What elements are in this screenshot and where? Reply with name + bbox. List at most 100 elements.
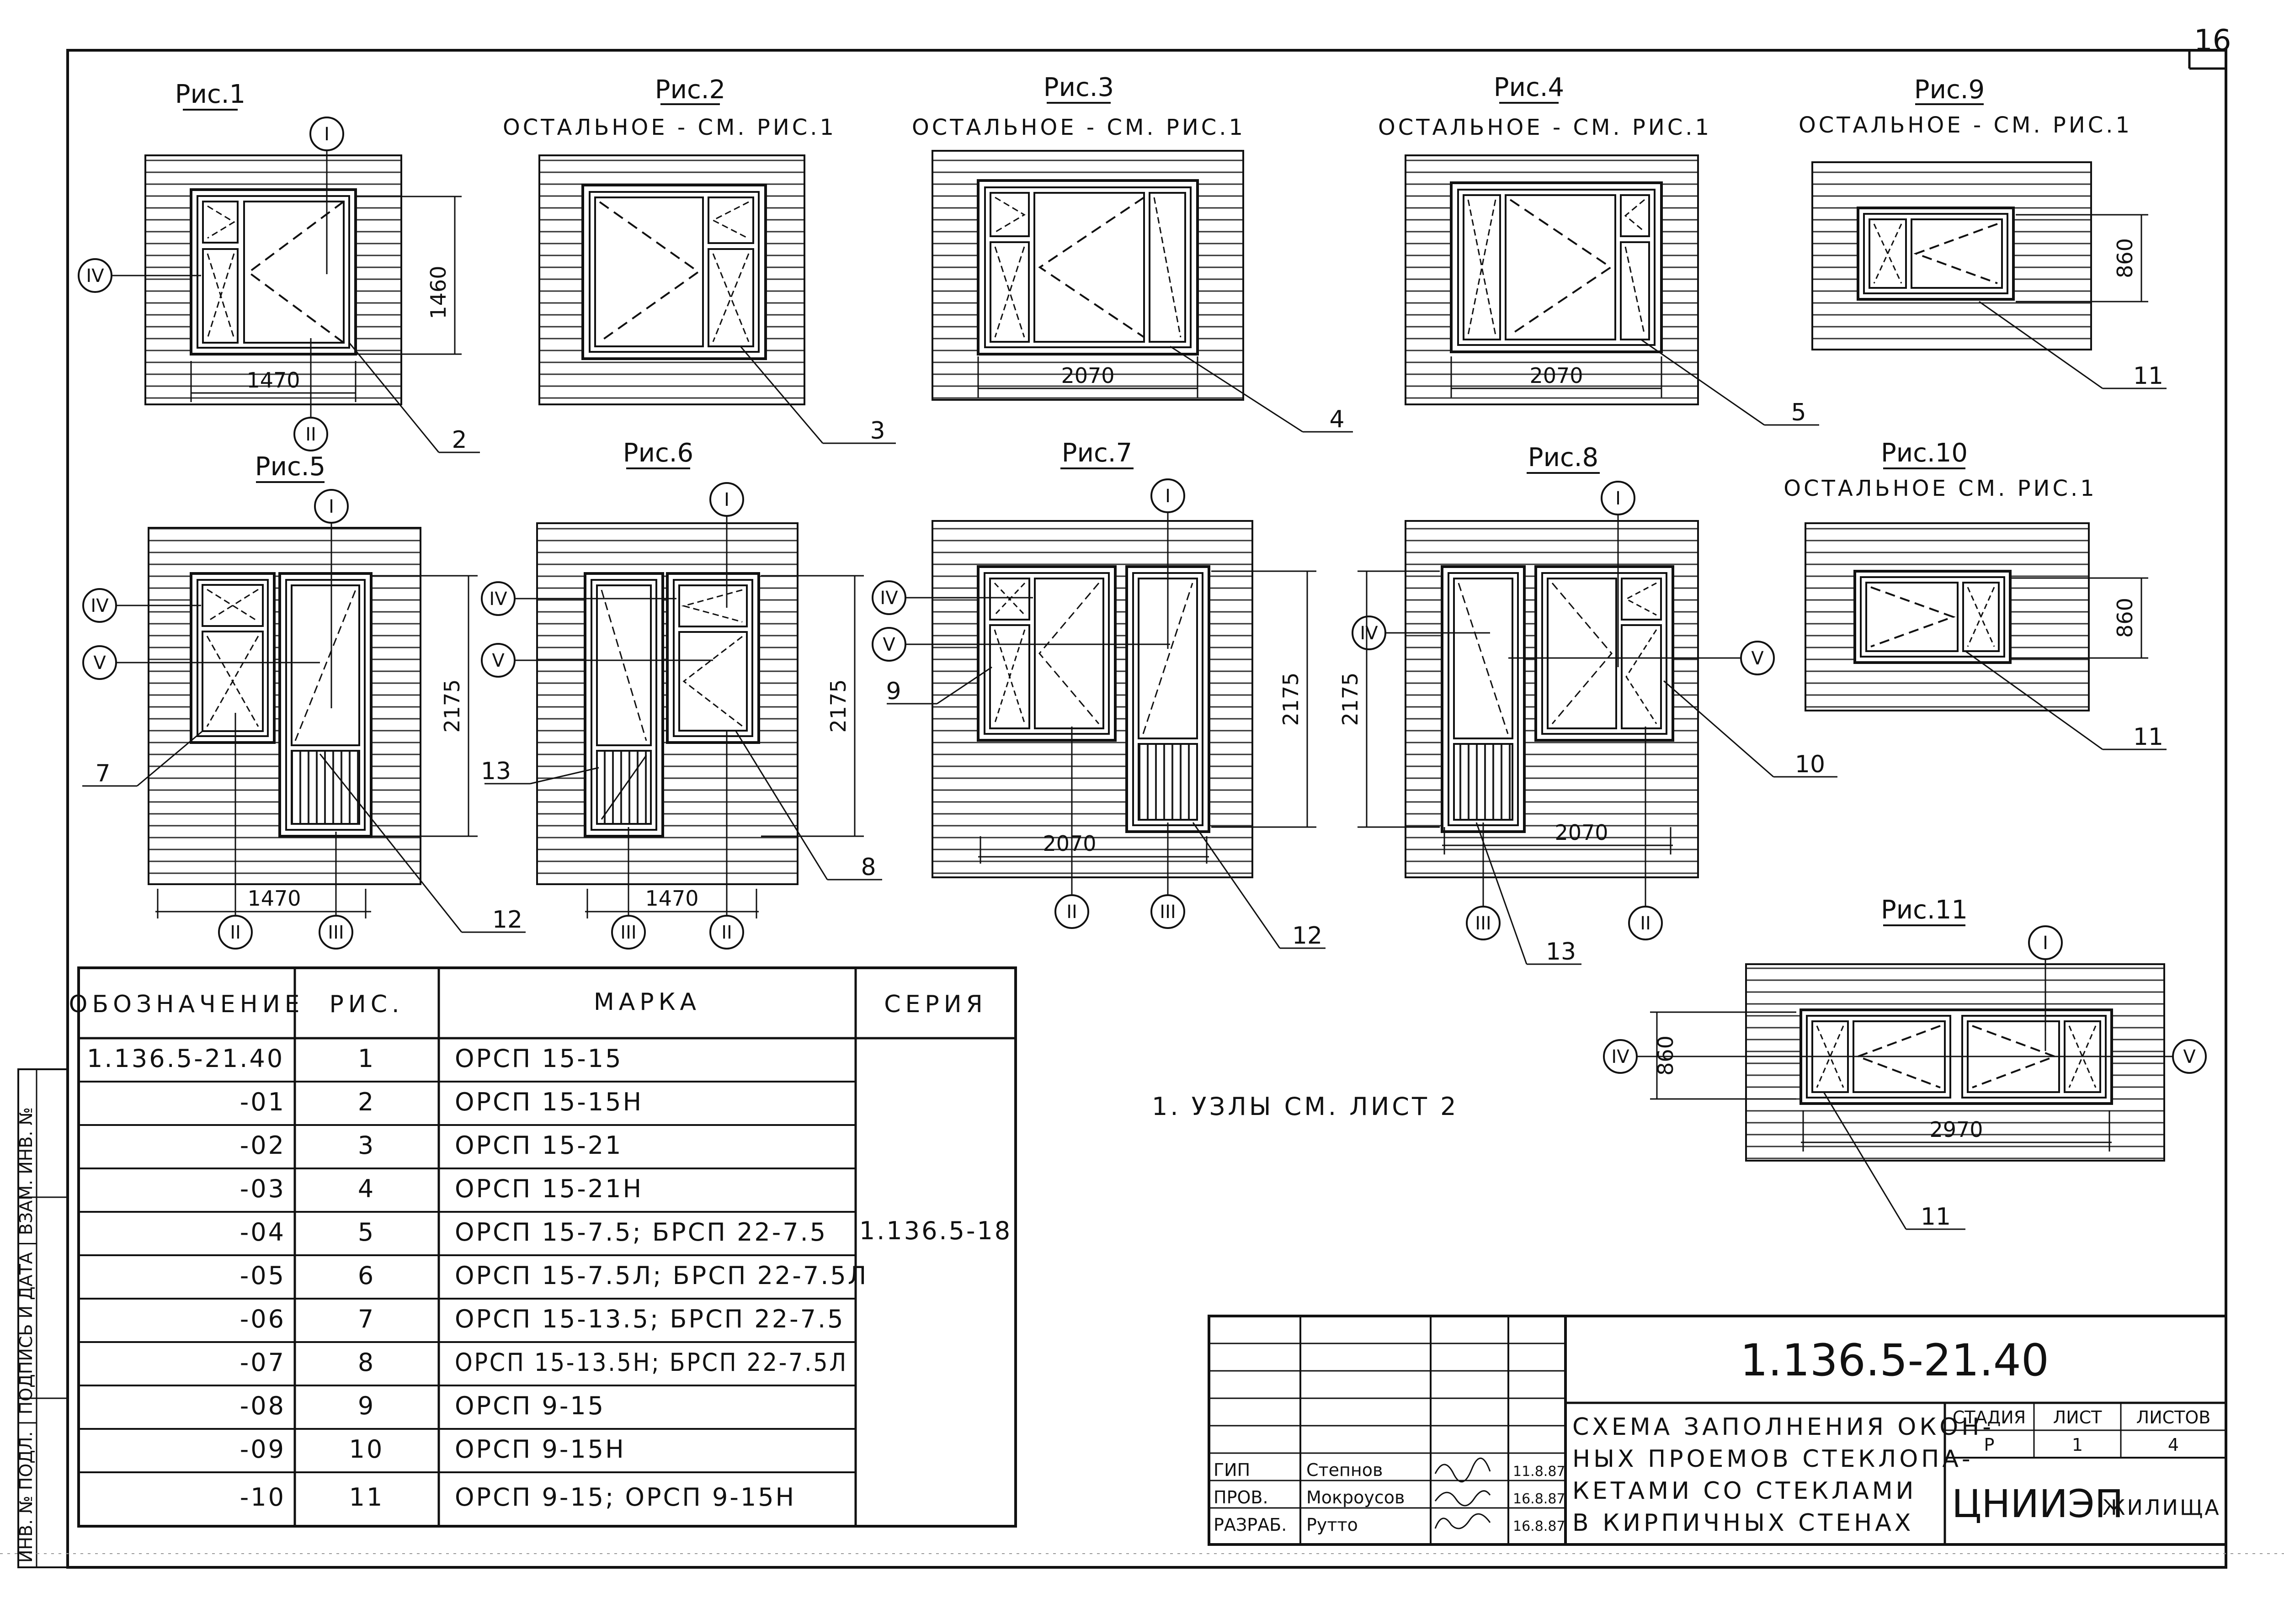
sheets-value: 4	[2168, 1435, 2179, 1455]
svg-text:II: II	[230, 922, 241, 943]
figure-1: Рис.1 1460 1470 I IV II 2	[78, 80, 480, 454]
figure-8-width-dim: 2070	[1555, 820, 1608, 845]
figure-7: Рис.7 IV V I 2175 2070	[872, 438, 1326, 950]
title-block	[1208, 1315, 2227, 1546]
role-check: ПРОВ.	[1214, 1487, 1268, 1507]
figure-10-note: ОСТАЛЬНОЕ СМ. РИС.1	[1784, 476, 2097, 501]
row-mark: ОРСП 9-15; ОРСП 9-15Н	[455, 1483, 796, 1512]
date-check: 16.8.87	[1513, 1491, 1565, 1507]
figure-7-callout2: 12	[1292, 922, 1322, 950]
svg-text:IV: IV	[86, 265, 104, 287]
figure-6-callout2: 8	[861, 854, 876, 881]
date-gip: 11.8.87	[1513, 1464, 1565, 1480]
svg-text:V: V	[1751, 648, 1764, 669]
figure-9-callout: 11	[2133, 362, 2163, 390]
name-gip: Степнов	[1306, 1460, 1383, 1480]
row-fig: 10	[349, 1435, 384, 1464]
figure-3: Рис.3 ОСТАЛЬНОЕ - СМ. РИС.1 2070 4	[912, 73, 1353, 433]
svg-text:III: III	[1160, 902, 1176, 923]
row-fig: 5	[358, 1218, 375, 1247]
sheet-frame	[66, 49, 2227, 1569]
svg-text:II: II	[305, 424, 316, 445]
svg-text:I: I	[329, 496, 334, 517]
row-fig: 6	[358, 1261, 375, 1290]
figure-4-callout: 5	[1791, 399, 1806, 426]
figure-4-width-dim: 2070	[1529, 363, 1583, 388]
svg-text:IV: IV	[91, 595, 109, 616]
sheets-label: ЛИСТОВ	[2136, 1407, 2211, 1428]
name-check: Мокроусов	[1306, 1487, 1405, 1507]
svg-text:III: III	[328, 922, 344, 943]
figure-8-callout: 10	[1795, 751, 1825, 778]
figure-2-callout: 3	[870, 417, 885, 445]
figure-6-height-dim: 2175	[826, 679, 851, 732]
marker-I	[309, 117, 344, 151]
row-fig: 1	[358, 1044, 375, 1073]
figure-7-height-dim: 2175	[1278, 672, 1303, 726]
svg-text:II: II	[1640, 913, 1651, 934]
figure-3-callout: 4	[1329, 406, 1344, 433]
row-designation: -10	[240, 1483, 286, 1512]
figure-10-callout: 11	[2133, 723, 2163, 751]
figure-5-title: Рис.5	[255, 452, 325, 482]
figure-11-height-dim: 860	[1653, 1035, 1678, 1076]
figure-10: Рис.10 ОСТАЛЬНОЕ СМ. РИС.1 860 11	[1784, 438, 2167, 751]
svg-text:I: I	[1615, 488, 1621, 509]
figure-5-width-dim: 1470	[247, 886, 301, 911]
name-author: Рутто	[1306, 1515, 1358, 1535]
svg-text:I: I	[724, 489, 729, 510]
role-author: РАЗРАБ.	[1214, 1515, 1287, 1535]
figure-6-callout: 13	[481, 758, 511, 785]
stage-value: Р	[1984, 1435, 1995, 1455]
figure-10-title: Рис.10	[1881, 438, 1968, 468]
header-series: СЕРИЯ	[884, 991, 987, 1018]
general-note: 1. УЗЛЫ СМ. ЛИСТ 2	[1152, 1092, 1459, 1121]
figure-2-title: Рис.2	[655, 75, 725, 105]
figure-9-note: ОСТАЛЬНОЕ - СМ. РИС.1	[1799, 112, 2132, 138]
figure-5-height-dim: 2175	[440, 679, 464, 732]
svg-text:II: II	[721, 922, 732, 943]
svg-text:IV: IV	[880, 588, 898, 609]
row-mark: ОРСП 15-13.5; БРСП 22-7.5	[455, 1305, 845, 1333]
figure-2: Рис.2 ОСТАЛЬНОЕ - СМ. РИС.1 3	[503, 75, 896, 445]
doc-title-line: КЕТАМИ СО СТЕКЛАМИ	[1572, 1477, 1917, 1505]
signature-2	[1434, 1490, 1491, 1507]
header-fig: РИС.	[329, 991, 404, 1018]
stage-label: СТАДИЯ	[1953, 1407, 2026, 1428]
figure-4-title: Рис.4	[1494, 73, 1564, 102]
figure-11: Рис.11 I IV V 860 2970 11	[1603, 895, 2207, 1231]
role-gip: ГИП	[1214, 1460, 1250, 1480]
row-mark: ОРСП 9-15Н	[455, 1435, 626, 1464]
figure-3-title: Рис.3	[1044, 73, 1114, 102]
figure-6-width-dim: 1470	[645, 886, 698, 911]
header-designation: ОБОЗНАЧЕНИЕ	[69, 991, 304, 1018]
row-designation: -05	[240, 1261, 286, 1290]
row-designation: -03	[240, 1174, 286, 1203]
figure-8-title: Рис.8	[1528, 443, 1598, 472]
org-main: ЦНИИЭП	[1952, 1481, 2124, 1526]
row-mark: ОРСП 9-15	[455, 1391, 605, 1420]
row-mark: ОРСП 15-21	[455, 1131, 623, 1160]
svg-text:III: III	[620, 922, 636, 943]
row-designation: -09	[240, 1435, 286, 1464]
row-designation: 1.136.5-21.40	[87, 1044, 284, 1073]
sheet-value: 1	[2072, 1435, 2083, 1455]
row-fig: 8	[358, 1348, 375, 1377]
figure-11-width-dim: 2970	[1929, 1117, 1983, 1142]
figure-7-width-dim: 2070	[1043, 831, 1096, 856]
svg-text:I: I	[1165, 486, 1171, 507]
doc-title-line: В КИРПИЧНЫХ СТЕНАХ	[1572, 1509, 1914, 1537]
figure-4-note: ОСТАЛЬНОЕ - СМ. РИС.1	[1378, 115, 1712, 140]
figure-4: Рис.4 ОСТАЛЬНОЕ - СМ. РИС.1 2070 5	[1378, 73, 1819, 426]
title-block-text: 1.136.5-21.40 СХЕМА ЗАПОЛНЕНИЯ ОКОН- НЫХ…	[1214, 1335, 2219, 1537]
svg-text:I: I	[324, 124, 330, 145]
svg-text:V: V	[2183, 1046, 2196, 1067]
row-designation: -04	[240, 1218, 286, 1247]
doc-title-line: СХЕМА ЗАПОЛНЕНИЯ ОКОН-	[1572, 1413, 1994, 1441]
figure-7-callout: 9	[886, 678, 901, 705]
spec-table-rows: 1.136.5-21.40 1 ОРСП 15-15 -01 2 ОРСП 15…	[87, 1044, 1012, 1512]
row-designation: -06	[240, 1305, 286, 1333]
figure-9-height-dim: 860	[2113, 238, 2137, 278]
series-value: 1.136.5-18	[859, 1216, 1012, 1245]
